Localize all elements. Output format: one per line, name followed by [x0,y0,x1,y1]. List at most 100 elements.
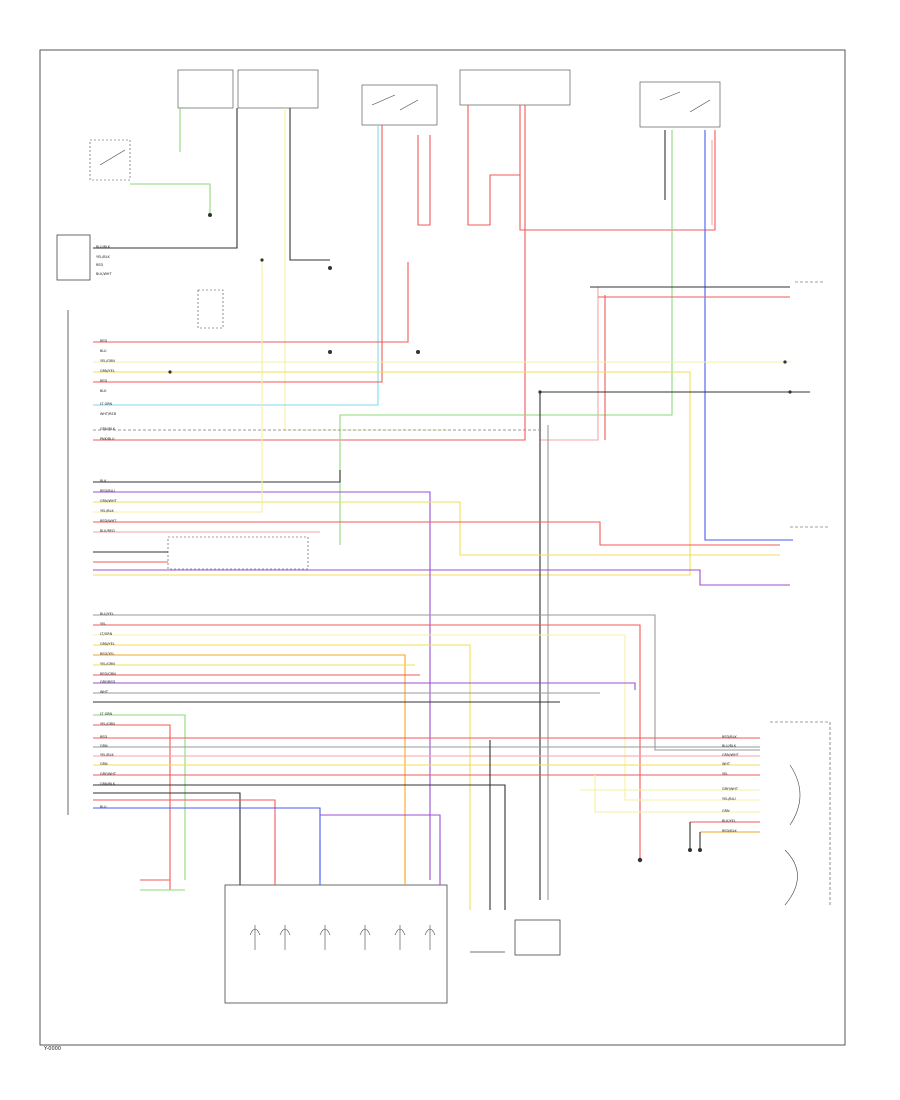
ecm_solenoid-label: BLU/YEL [100,612,114,616]
ecm_solenoid-label: GRY/RED [100,680,115,684]
ecm_upper-label: BLU [100,349,107,353]
at-solenoid-box [224,884,448,1004]
switch-symbol [371,94,419,111]
fuse-box-left [177,69,234,109]
ecm_upper-label: RED [100,379,107,383]
right_range-label: WHT [722,762,731,766]
switch-symbol [659,91,711,113]
splice-dot [328,350,332,354]
splice-dot [688,848,692,852]
relay-box-right [639,81,721,128]
fuse-box-right [237,69,319,109]
wire [93,371,691,576]
wire [540,287,599,441]
upper_left-label: BLK/WHT [96,272,112,276]
solenoid-symbol [319,925,331,950]
splice-dot [260,258,264,262]
upper_left-label: BLU/BLK [96,245,111,249]
ecm_solenoid-label: LT/GRN [100,632,113,636]
ecm_solenoid-label: GRN [100,762,108,766]
ecm_solenoid-label: GRN/YEL [100,642,115,646]
switch-symbol [99,149,126,166]
wire [93,125,379,406]
ecm_solenoid-label: LT GRN [100,712,113,716]
ecm_upper-label: PNK/BLU [100,437,115,441]
stop-lamp-switch [89,139,131,181]
right_range-label: YEL/BLU [722,797,736,801]
ignition-switch-box [361,84,438,126]
wire [93,569,790,586]
wire [93,521,780,546]
splice-dot [168,370,172,374]
right_range-label: BLU/BLK [722,744,737,748]
wire [130,183,211,215]
ecm_middle-label: BLK/RED [100,529,115,533]
wire [93,105,526,441]
splice-dot [698,848,702,852]
ecm_solenoid-label: GRN/BLK [100,782,116,786]
wire [93,724,171,890]
wire [93,784,506,910]
upper_left-label: RED [96,263,103,267]
ecm_upper-label: RED [100,339,107,343]
ecm_solenoid-label: RED/YEL [100,652,114,656]
range-switch-symbol [789,764,801,826]
right_range-label: YEL [722,772,728,776]
ecm_solenoid-label: RED/GRN [100,672,116,676]
diagram-code: Y-0000 [43,1046,61,1052]
wire [93,470,341,483]
splice-dot [788,390,792,394]
mid-relay [167,536,309,570]
wire [93,624,641,860]
left-connector [56,234,91,281]
ecm_solenoid-label: GRN [100,744,108,748]
solenoid-symbol [359,925,371,950]
wire [93,491,431,880]
wire [93,799,276,880]
ecm_upper-label: YEL/GRN [100,359,115,363]
splice-dot [637,857,643,863]
ecm_upper-label: LT GRN [100,402,113,406]
junction-block-box [459,69,571,106]
upper_left-label: YEL/BLK [96,255,110,259]
ecm_upper-label: BLK [100,389,107,393]
ecm_solenoid-label: GRY/WHT [100,772,117,776]
wire [93,262,409,343]
wire [93,108,238,249]
solenoid-symbol [279,925,291,950]
solenoid-symbol [249,925,261,950]
ecm_solenoid-label: YEL/GRN [100,662,115,666]
solenoid-symbol [394,925,406,950]
right_range-label: RED/BLK [722,735,737,739]
ecm_solenoid-label: WHT [100,690,109,694]
wire [93,614,760,751]
ecm_upper-label: GRN/YEL [100,369,115,373]
wire [93,260,263,513]
wire [594,775,760,813]
splice-dot [783,360,787,364]
right_range-label: GRY/WHT [722,787,739,791]
wire [93,807,321,880]
diagram-frame [39,49,846,1046]
right_range-label: BLK/YEL [722,819,736,823]
wire [467,105,520,226]
solenoid-symbol [424,925,436,950]
range-switch-bracket [770,721,831,905]
range-switch-symbol [784,849,798,906]
ecm_solenoid-label: RED [100,735,107,739]
wire [339,130,673,545]
small-relay [197,289,224,329]
wire [93,792,241,880]
ecm_middle-label: RED/WHT [100,519,117,523]
ecm_solenoid-label: BLU [100,805,107,809]
ecm_middle-label: RED/BLU [100,489,115,493]
wire [93,125,383,383]
wire [93,634,760,801]
wire [704,130,793,541]
right_range-label: GRN [722,809,730,813]
output-speed-sensor [514,919,561,956]
wire [417,135,431,226]
ecm_upper-label: GRN/BLK [100,427,116,431]
wire [289,108,330,261]
